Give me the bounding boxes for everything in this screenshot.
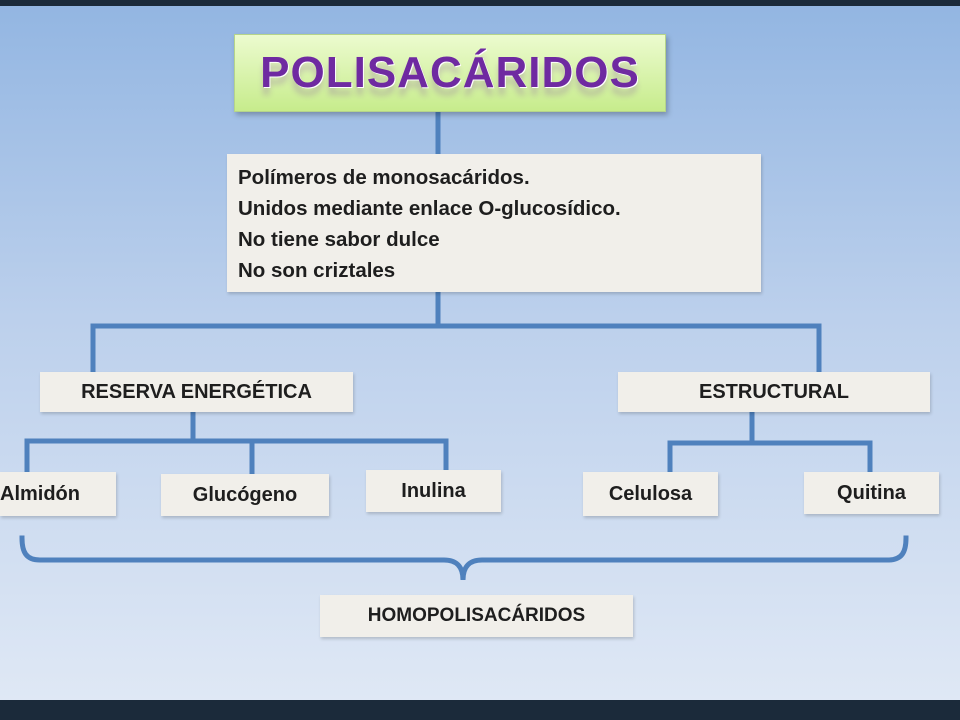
connector-reserva-children xyxy=(24,438,449,473)
group-homopolisacaridos: HOMOPOLISACÁRIDOS xyxy=(320,595,633,637)
description-line: Polímeros de monosacáridos. xyxy=(238,166,530,189)
category-reserva-energetica: RESERVA ENERGÉTICA xyxy=(40,372,353,412)
item-inulina: Inulina xyxy=(366,470,501,512)
description-line: No tiene sabor dulce xyxy=(238,228,440,251)
item-almidon: Almidón xyxy=(0,472,116,516)
item-label: Quitina xyxy=(837,481,906,504)
category-estructural: ESTRUCTURAL xyxy=(618,372,930,412)
description-line: Unidos mediante enlace O-glucosídico. xyxy=(238,197,621,220)
category-label: RESERVA ENERGÉTICA xyxy=(81,380,312,403)
item-quitina: Quitina xyxy=(804,472,939,514)
item-label: Glucógeno xyxy=(192,483,298,506)
connector-estructural-children xyxy=(667,440,873,475)
bottom-bar xyxy=(0,700,960,720)
item-glucogeno: Glucógeno xyxy=(161,474,329,516)
item-celulosa: Celulosa xyxy=(583,472,718,516)
item-label: Almidón xyxy=(0,482,80,505)
description-box: Polímeros de monosacáridos. Unidos media… xyxy=(227,154,761,292)
bracket-homopolisacaridos xyxy=(19,535,909,581)
diagram-title: POLISACÁRIDOS xyxy=(260,48,640,97)
title-box: POLISACÁRIDOS xyxy=(234,34,666,112)
connector-branch xyxy=(90,323,822,375)
item-label: Inulina xyxy=(401,479,466,502)
slide-background xyxy=(0,6,960,700)
category-label: ESTRUCTURAL xyxy=(699,380,849,403)
item-label: Celulosa xyxy=(608,482,693,505)
description-line: No son criztales xyxy=(238,259,396,282)
group-label: HOMOPOLISACÁRIDOS xyxy=(367,605,586,626)
